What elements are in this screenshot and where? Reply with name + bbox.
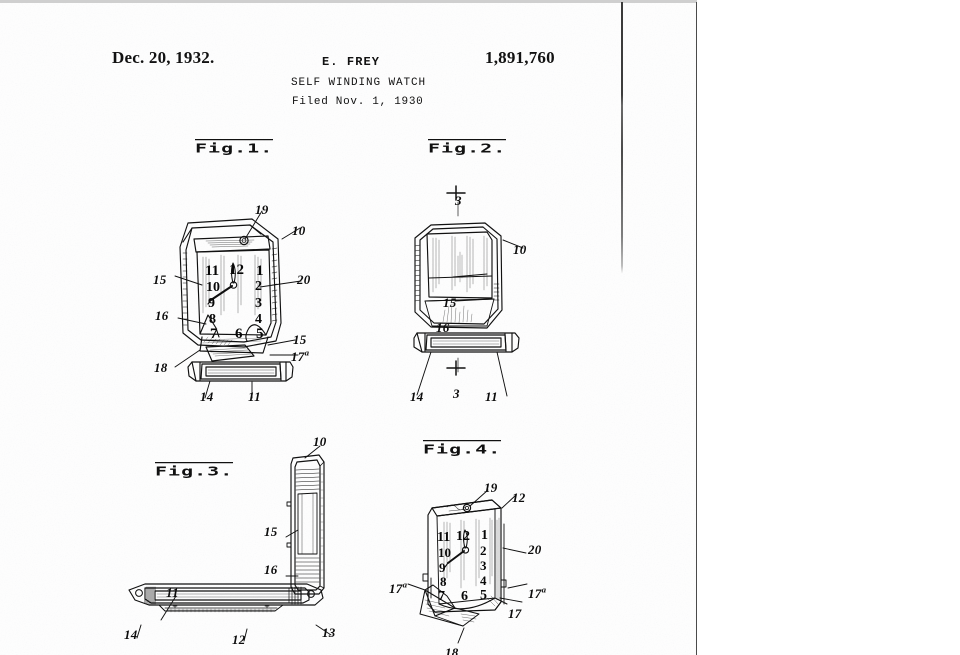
dial-numeral-2: 2 [255, 279, 262, 294]
dial-numeral-8: 8 [209, 312, 216, 327]
figure-3-drawing [128, 454, 325, 613]
ref-numeral-20-fig1: 20 [297, 272, 311, 287]
dial-numeral-10-fig4: 10 [438, 545, 451, 560]
ref-numeral-15-fig3: 15 [264, 524, 278, 539]
ref-numeral-18-fig4: 18 [445, 645, 459, 655]
dial-numeral-2-fig4: 2 [480, 543, 487, 558]
ref-numeral-17a-r-fig4: 17a [528, 585, 547, 602]
ref-numeral-18-fig1: 18 [154, 360, 168, 375]
ref-numeral-19-fig1: 19 [255, 202, 269, 217]
dial-numeral-3: 3 [255, 296, 262, 311]
dial-numeral-7: 7 [210, 326, 218, 342]
ref-numeral-17a-fig1: 17a [291, 348, 310, 365]
filing-date: Filed Nov. 1, 1930 [292, 96, 424, 108]
dial-numeral-10: 10 [206, 280, 220, 295]
dial-numeral-9-fig4: 9 [439, 560, 446, 575]
patent-date: Dec. 20, 1932. [112, 48, 215, 67]
scan-top-border [0, 0, 697, 3]
dial-numeral-4-fig4: 4 [480, 573, 487, 588]
ref-section-mark-3-top-fig2: 3 [455, 193, 462, 208]
ref-numeral-14-fig3: 14 [124, 627, 138, 642]
dial-numeral-8-fig4: 8 [440, 574, 447, 589]
dial-numeral-3-fig4: 3 [480, 558, 487, 573]
dial-numeral-11-fig4: 11 [437, 530, 451, 545]
patent-number: 1,891,760 [485, 48, 555, 67]
ref-numeral-16-fig1: 16 [155, 308, 169, 323]
figure-1-drawing [179, 218, 294, 382]
ref-numeral-14-fig1: 14 [200, 389, 214, 404]
dial-numeral-6: 6 [235, 326, 243, 342]
figure-2-caption: Fig.2. [428, 139, 507, 156]
dial-numeral-7-fig4: 7 [438, 589, 445, 604]
figure-1-leaders [174, 210, 302, 399]
ref-section-mark-3-bot-fig2: 3 [453, 386, 460, 401]
ref-numeral-16-fig3: 16 [264, 562, 278, 577]
patent-title: SELF WINDING WATCH [291, 77, 427, 89]
ref-numeral-10-fig2: 10 [513, 242, 527, 257]
ref-numeral-15-fig1: 15 [153, 272, 167, 287]
dial-numeral-5: 5 [256, 326, 264, 342]
scan-artifact-line [621, 2, 623, 274]
dial-numeral-1-fig4: 1 [481, 528, 488, 543]
page-edge-line [696, 2, 697, 655]
figure-3-caption: Fig.3. [155, 462, 234, 479]
ref-numeral-12-fig3: 12 [232, 632, 246, 647]
dial-numeral-12: 12 [229, 262, 244, 278]
dial-numeral-5-fig4: 5 [480, 588, 487, 603]
figure-2-drawing [413, 185, 520, 376]
ref-numeral-19-fig4: 19 [484, 480, 498, 495]
figure-3-leaders [136, 445, 332, 642]
figure-1-caption: Fig.1. [195, 139, 274, 156]
ref-numeral-10-fig1: 10 [292, 223, 306, 238]
ref-numeral-15b-fig1: 15 [293, 332, 307, 347]
dial-numeral-11: 11 [205, 263, 220, 279]
ref-numeral-17a-l-fig4: 17a [389, 580, 408, 597]
ref-numeral-11-fig1: 11 [248, 389, 261, 404]
ref-numeral-12-fig4: 12 [512, 490, 526, 505]
figure-4-caption: Fig.4. [423, 440, 502, 457]
dial-numeral-9: 9 [208, 296, 215, 311]
ref-numeral-11-fig2: 11 [485, 389, 498, 404]
ref-numeral-14-fig2: 14 [410, 389, 424, 404]
dial-numeral-1: 1 [256, 263, 264, 279]
dial-numeral-4: 4 [255, 312, 262, 327]
ref-numeral-10-fig3: 10 [313, 434, 327, 449]
figure-4-leaders [407, 489, 528, 644]
ref-numeral-15-fig2: 15 [443, 295, 457, 310]
dial-numeral-6-fig4: 6 [461, 589, 468, 604]
dial-numeral-12-fig4: 12 [456, 529, 470, 544]
figure-4-drawing [419, 499, 508, 627]
ref-numeral-16-fig2: 16 [436, 320, 450, 335]
ref-numeral-20-fig4: 20 [528, 542, 542, 557]
inventor-name: E. FREY [322, 55, 381, 69]
ref-numeral-17-fig4: 17 [508, 606, 522, 621]
ref-numeral-13-fig3: 13 [322, 625, 336, 640]
ref-numeral-11-fig3: 11 [166, 585, 179, 600]
figure-2-leaders [416, 239, 524, 397]
